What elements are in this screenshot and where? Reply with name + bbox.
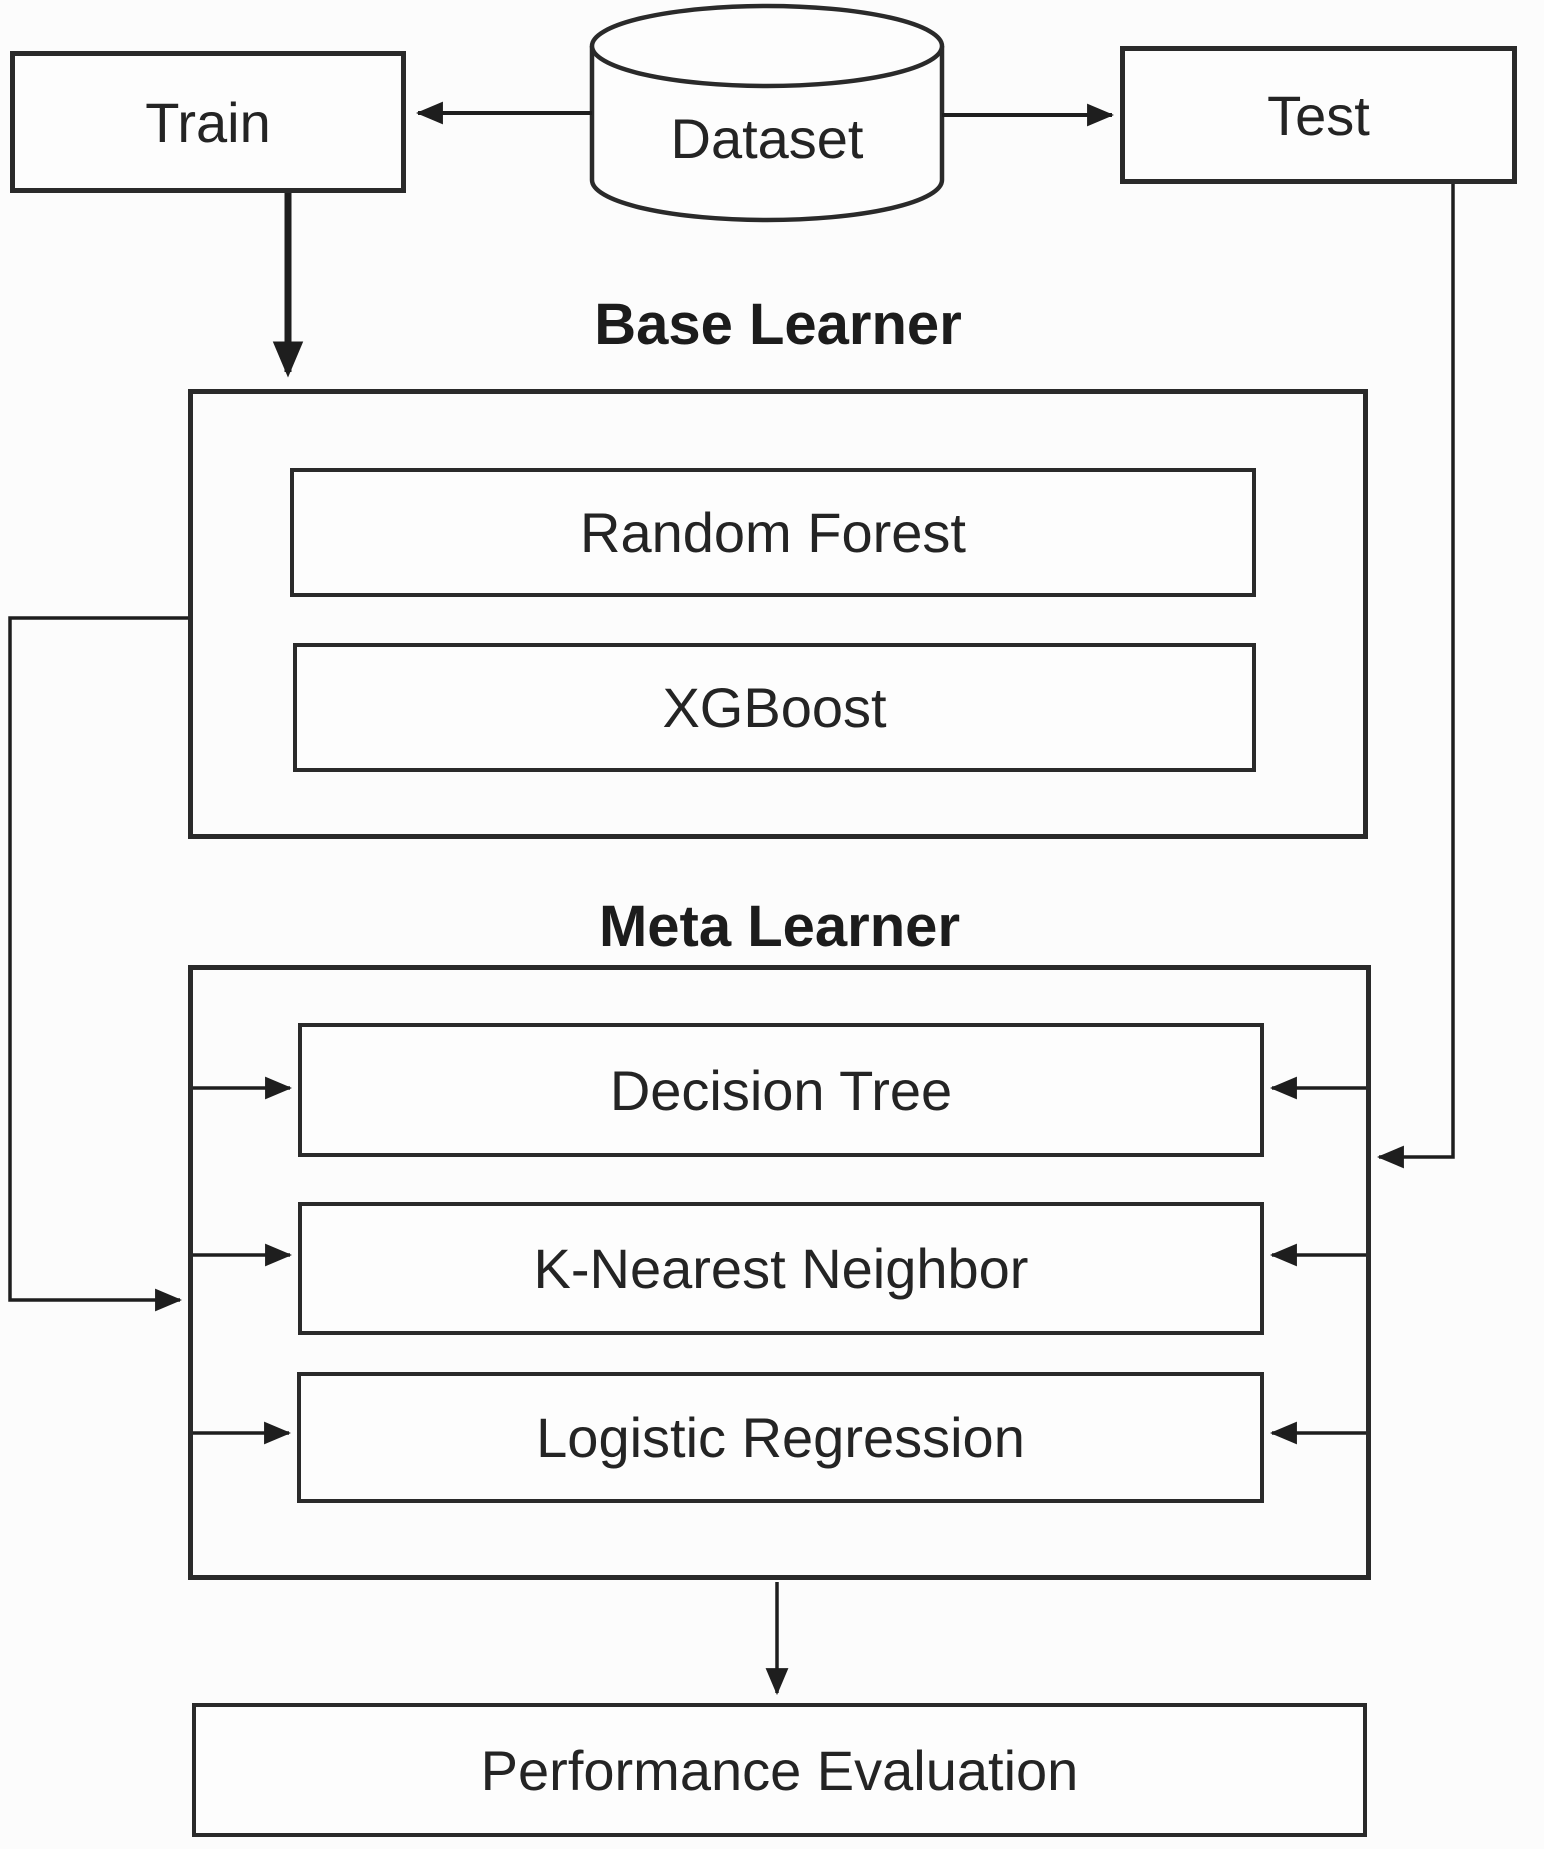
logistic-regression-box: Logistic Regression <box>297 1372 1264 1503</box>
test-label: Test <box>1267 83 1370 147</box>
xgboost-label: XGBoost <box>662 676 887 739</box>
train-label: Train <box>145 90 271 154</box>
random-forest-box: Random Forest <box>290 468 1256 597</box>
base-learner-container <box>188 389 1368 839</box>
arrow-base-learner-to-meta-learner <box>8 616 188 1312</box>
base-learner-title: Base Learner <box>594 292 962 357</box>
logistic-regression-label: Logistic Regression <box>536 1406 1025 1469</box>
meta-learner-title: Meta Learner <box>598 894 961 959</box>
k-nearest-neighbor-box: K-Nearest Neighbor <box>298 1202 1264 1335</box>
k-nearest-neighbor-label: K-Nearest Neighbor <box>533 1237 1029 1300</box>
random-forest-label: Random Forest <box>580 501 966 564</box>
train-box: Train <box>10 51 406 193</box>
decision-tree-box: Decision Tree <box>298 1023 1264 1157</box>
xgboost-box: XGBoost <box>293 643 1256 772</box>
arrow-test-to-meta-learner <box>1376 184 1455 1169</box>
meta-learner-container <box>188 965 1371 1580</box>
decision-tree-label: Decision Tree <box>609 1058 953 1122</box>
performance-evaluation-label: Performance Evaluation <box>480 1738 1079 1802</box>
performance-evaluation-box: Performance Evaluation <box>192 1703 1367 1837</box>
test-box: Test <box>1120 46 1517 184</box>
dataset-label: Dataset <box>670 107 864 170</box>
